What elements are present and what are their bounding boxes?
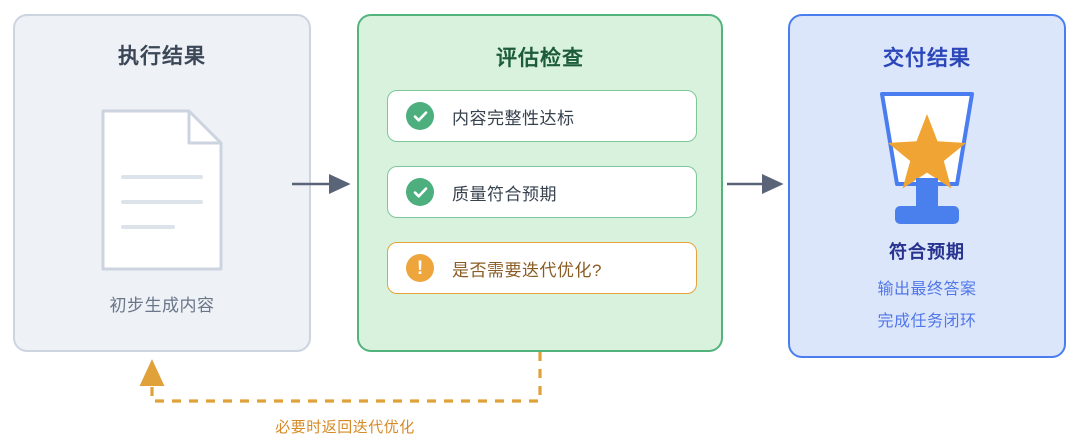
- panel-evaluation-check: 评估检查 内容完整性达标 质量符合预期: [357, 14, 723, 352]
- check-item-label: 是否需要迭代优化?: [452, 260, 602, 280]
- check-item-label: 内容完整性达标: [452, 108, 575, 128]
- delivery-headline: 符合预期: [889, 242, 965, 262]
- panel-delivery-result: 交付结果 符合预期 输出最终答案 完成任务闭环: [788, 14, 1066, 358]
- check-circle-icon: [406, 102, 434, 130]
- check-circle-icon: [406, 178, 434, 206]
- execution-caption: 初步生成内容: [109, 296, 215, 315]
- panel-execution-result: 执行结果 初步生成内容: [13, 14, 311, 352]
- delivery-sub-line-2: 完成任务闭环: [877, 313, 977, 330]
- document-icon: [101, 109, 223, 276]
- check-item-need-iteration[interactable]: ! 是否需要迭代优化?: [387, 242, 697, 294]
- panel-title-evaluation: 评估检查: [496, 47, 584, 70]
- exclamation-circle-icon: !: [406, 254, 434, 282]
- check-item-content-completeness[interactable]: 内容完整性达标: [387, 90, 697, 142]
- feedback-loop-connector: [139, 352, 542, 403]
- check-item-quality-expectation[interactable]: 质量符合预期: [387, 166, 697, 218]
- check-item-label: 质量符合预期: [452, 184, 557, 204]
- evaluation-check-list: 内容完整性达标 质量符合预期 ! 是否需要迭代优化?: [387, 90, 697, 294]
- trophy-icon: [873, 88, 981, 233]
- feedback-loop-label: 必要时返回迭代优化: [275, 419, 415, 436]
- panel-title-execution: 执行结果: [118, 45, 206, 68]
- delivery-sub-line-1: 输出最终答案: [877, 281, 977, 298]
- panel-title-delivery: 交付结果: [883, 47, 971, 70]
